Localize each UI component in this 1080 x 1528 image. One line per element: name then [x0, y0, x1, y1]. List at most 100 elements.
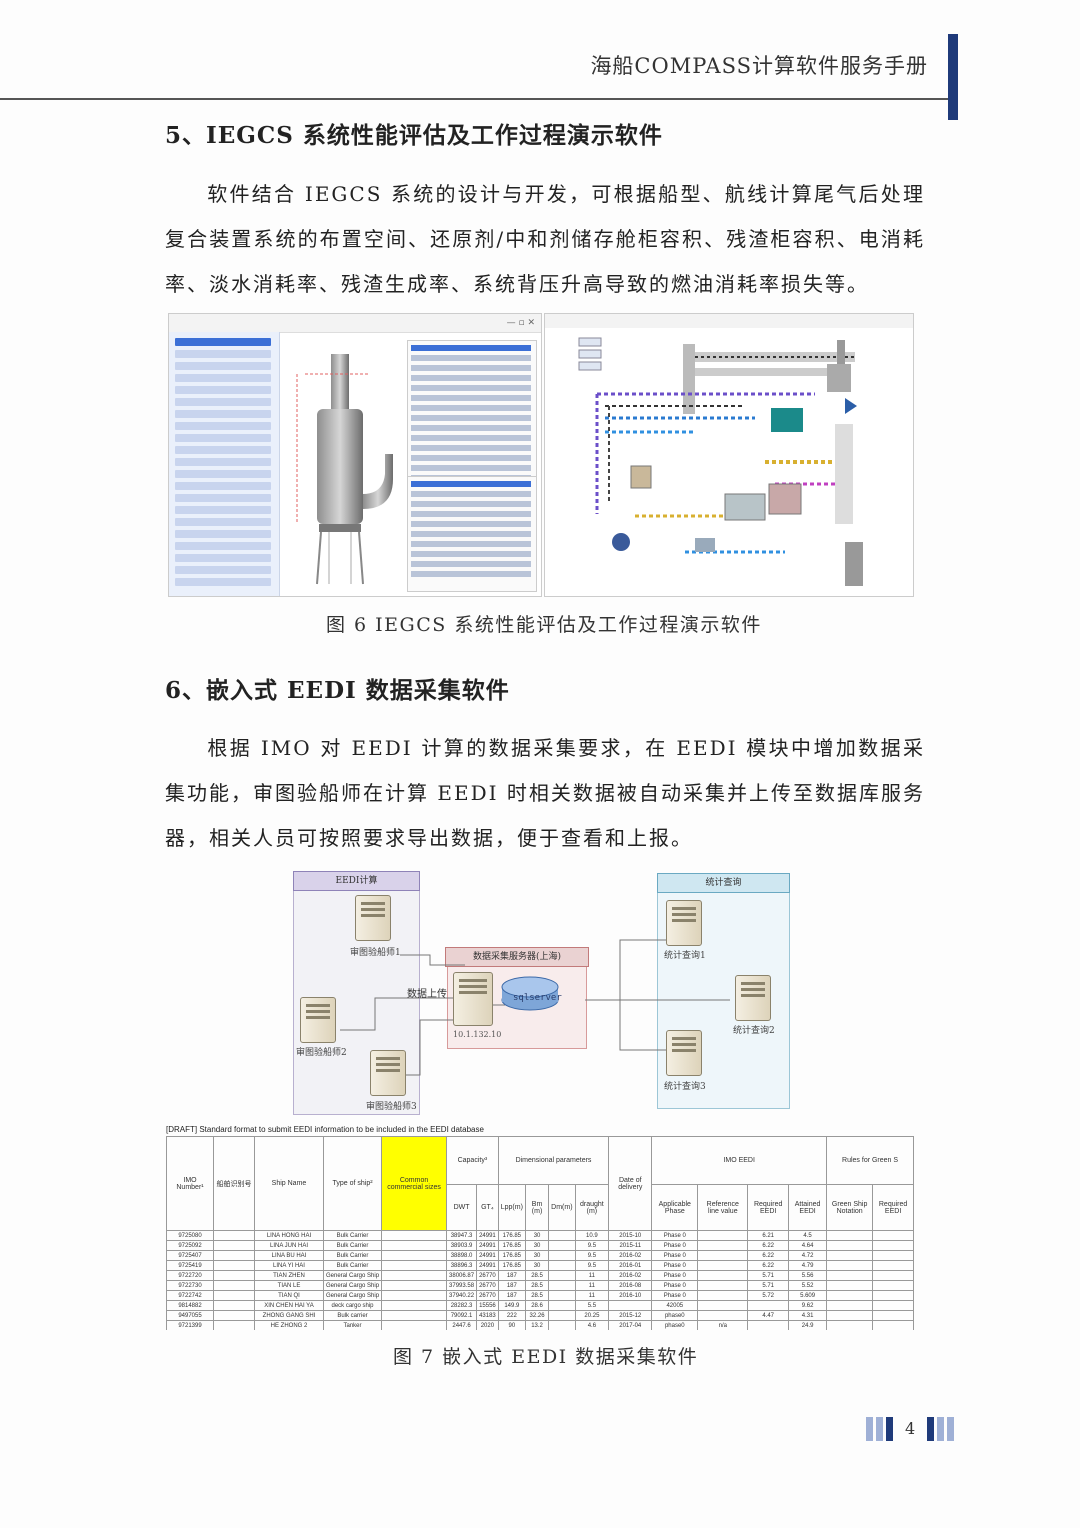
- table-cell: [213, 1320, 255, 1330]
- table-cell: 9722730: [166, 1280, 214, 1291]
- table-cell: [826, 1310, 874, 1321]
- stats-zone-title: 统计查询: [657, 873, 790, 893]
- parameter-list-panel: [169, 332, 280, 596]
- table-cell: LINA JUN HAI: [254, 1240, 324, 1251]
- window-controls-icon[interactable]: — ▫ ✕: [506, 318, 535, 328]
- footer-bars-left: [866, 1417, 896, 1445]
- table-cell: 2015-12: [608, 1310, 653, 1321]
- table-cell: 176.85: [497, 1260, 526, 1271]
- col-imo-eedi: IMO EEDI: [651, 1136, 828, 1185]
- table-cell: 149.9: [497, 1300, 526, 1311]
- table-cell: 2016-08: [608, 1280, 653, 1291]
- table-cell: [872, 1280, 914, 1291]
- table-cell: 24991: [476, 1240, 499, 1251]
- table-cell: TIAN LE: [254, 1280, 324, 1291]
- col-delivery: Date of delivery: [608, 1136, 653, 1231]
- table-cell: [213, 1240, 255, 1251]
- table-cell: 28.5: [524, 1280, 550, 1291]
- table-cell: [826, 1320, 874, 1330]
- table-cell: [381, 1270, 448, 1281]
- table-cell: 2016-01: [608, 1260, 653, 1271]
- table-cell: [213, 1230, 255, 1241]
- table-cell: Phase 0: [651, 1290, 699, 1301]
- table-cell: [872, 1240, 914, 1251]
- server-icon: [370, 1050, 406, 1096]
- table-cell: phase0: [651, 1310, 699, 1321]
- table-cell: 42005: [651, 1300, 699, 1311]
- col-reg: 船舶识别号: [213, 1136, 255, 1231]
- col-draught: draught (m): [574, 1184, 610, 1231]
- table-cell: [697, 1290, 749, 1301]
- table-cell: [548, 1230, 576, 1241]
- table-cell: [747, 1300, 790, 1311]
- server-icon: [666, 900, 702, 946]
- table-cell: 187: [497, 1290, 526, 1301]
- table-cell: 5.52: [788, 1280, 828, 1291]
- eedi-table-title: [DRAFT] Standard format to submit EEDI i…: [166, 1125, 484, 1134]
- col-imo: IMO Number¹: [166, 1136, 214, 1231]
- col-capacity: Capacity³: [446, 1136, 499, 1185]
- table-cell: n/a: [697, 1320, 749, 1330]
- header-accent-bar: [948, 34, 958, 120]
- table-cell: 90: [497, 1320, 526, 1330]
- table-cell: [548, 1240, 576, 1251]
- col-ship-name: Ship Name: [254, 1136, 324, 1231]
- table-cell: [548, 1310, 576, 1321]
- table-cell: [697, 1230, 749, 1241]
- table-cell: 26770: [476, 1290, 499, 1301]
- table-cell: [213, 1260, 255, 1271]
- col-type: Type of ship²: [322, 1136, 383, 1231]
- table-cell: HE ZHONG 2: [254, 1320, 324, 1330]
- table-cell: 2015-10: [608, 1230, 653, 1241]
- table-cell: [213, 1250, 255, 1261]
- eedi-table: IMO Number¹ 船舶识别号 Ship Name Type of ship…: [166, 1136, 914, 1330]
- query-1-label: 统计查询1: [664, 951, 706, 961]
- surveyor-3-label: 审图验船师3: [366, 1102, 417, 1112]
- network-links-icon: [340, 939, 730, 1076]
- table-cell: [381, 1320, 448, 1330]
- table-cell: 9722720: [166, 1270, 214, 1281]
- table-cell: [697, 1300, 749, 1311]
- table-cell: phase0: [651, 1320, 699, 1330]
- table-cell: [548, 1250, 576, 1261]
- table-cell: [872, 1300, 914, 1311]
- table-cell: 28282.3: [446, 1300, 478, 1311]
- table-cell: 6.21: [747, 1230, 790, 1241]
- server-ip-label: 10.1.132.10: [453, 1030, 502, 1039]
- table-cell: [697, 1250, 749, 1261]
- table-cell: TIAN ZHEN: [254, 1270, 324, 1281]
- table-cell: 43183: [476, 1310, 499, 1321]
- table-cell: 15556: [476, 1300, 499, 1311]
- table-cell: 6.22: [747, 1250, 790, 1261]
- table-cell: 11: [574, 1290, 610, 1301]
- col-bm: Bm (m): [524, 1184, 550, 1231]
- table-cell: [381, 1240, 448, 1251]
- table-cell: 2016-10: [608, 1290, 653, 1301]
- table-cell: 79092.1: [446, 1310, 478, 1321]
- header-rule: [0, 98, 950, 100]
- table-cell: 38006.87: [446, 1270, 478, 1281]
- table-cell: 4.64: [788, 1240, 828, 1251]
- table-cell: 2015-11: [608, 1240, 653, 1251]
- table-cell: [381, 1250, 448, 1261]
- table-cell: [826, 1280, 874, 1291]
- table-cell: [872, 1230, 914, 1241]
- table-cell: 4.47: [747, 1310, 790, 1321]
- table-cell: 26770: [476, 1270, 499, 1281]
- table-cell: 187: [497, 1270, 526, 1281]
- table-cell: [872, 1290, 914, 1301]
- col-common-sizes: Common commercial sizes: [381, 1136, 448, 1231]
- process-demo-screenshot: [544, 313, 914, 597]
- table-cell: [213, 1280, 255, 1291]
- table-cell: [826, 1260, 874, 1271]
- table-cell: 2447.6: [446, 1320, 478, 1330]
- table-cell: 5.5: [574, 1300, 610, 1311]
- property-panel-top: [407, 340, 537, 492]
- table-cell: 2016-02: [608, 1270, 653, 1281]
- table-cell: Phase 0: [651, 1280, 699, 1291]
